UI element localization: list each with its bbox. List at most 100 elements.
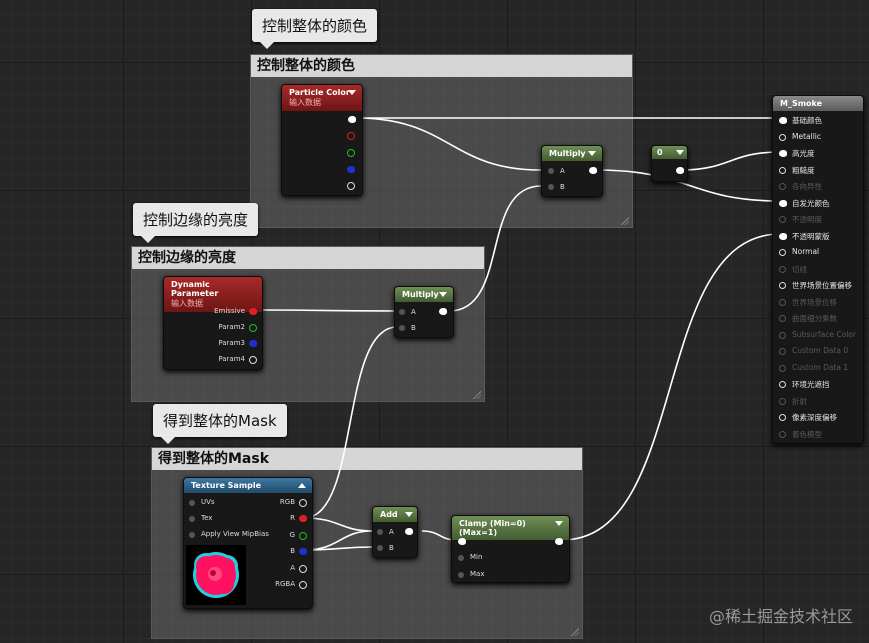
material-slot[interactable]: 高光度 <box>773 147 861 161</box>
output-pin[interactable] <box>555 538 563 545</box>
output-pin-b[interactable] <box>299 548 307 555</box>
material-slot[interactable]: 自发光颜色 <box>773 197 861 211</box>
output-pin-emissive[interactable] <box>249 308 257 315</box>
material-slot[interactable]: 着色模型 <box>773 428 861 442</box>
output-pin-g[interactable] <box>347 149 355 157</box>
material-slot[interactable]: Normal <box>773 246 861 260</box>
input-pin-connected[interactable] <box>779 117 787 124</box>
input-pin-uvs[interactable] <box>189 500 195 506</box>
collapse-arrow-icon[interactable] <box>298 483 306 488</box>
material-slot[interactable]: 不透明度 <box>773 213 861 227</box>
material-slot[interactable]: 切线 <box>773 263 861 277</box>
material-slot[interactable]: 不透明蒙版 <box>773 230 861 244</box>
output-pin-param4[interactable] <box>249 356 257 364</box>
multiply-node-1[interactable]: Multiply A B <box>541 145 603 197</box>
output-pin-param2[interactable] <box>249 324 257 332</box>
clamp-node[interactable]: Clamp (Min=0) (Max=1) Min Max <box>451 515 570 583</box>
comment-bubble-color[interactable]: 控制整体的颜色 <box>252 9 378 49</box>
output-pin[interactable] <box>439 308 447 315</box>
input-pin-a[interactable] <box>548 168 554 174</box>
material-slot[interactable]: 世界场景位移 <box>773 296 861 310</box>
input-pin[interactable] <box>779 166 786 174</box>
material-slot[interactable]: 世界场景位置偏移 <box>773 279 861 293</box>
collapse-arrow-icon[interactable] <box>676 150 684 155</box>
material-slot[interactable]: 粗糙度 <box>773 164 861 178</box>
input-pin[interactable] <box>779 397 786 405</box>
input-pin-b[interactable] <box>548 184 554 190</box>
material-slot[interactable]: Subsurface Color <box>773 329 861 343</box>
comment-bubble-edge[interactable]: 控制边缘的亮度 <box>133 203 259 243</box>
input-pin-b[interactable] <box>399 325 405 331</box>
input-pin-a[interactable] <box>377 529 383 535</box>
input-pin[interactable] <box>779 315 786 322</box>
output-pin[interactable] <box>676 167 684 174</box>
material-slot-label: 像素深度偏移 <box>792 413 837 422</box>
add-node[interactable]: Add A B <box>372 506 418 558</box>
collapse-arrow-icon[interactable] <box>555 521 563 526</box>
input-pin-max[interactable] <box>458 572 464 578</box>
material-slot[interactable]: 折射 <box>773 395 861 409</box>
input-pin[interactable] <box>779 265 786 273</box>
material-slot[interactable]: 基础颜色 <box>773 114 861 128</box>
input-pin-connected[interactable] <box>779 232 787 240</box>
resize-handle[interactable] <box>571 628 579 636</box>
material-slot[interactable]: 像素深度偏移 <box>773 411 861 425</box>
material-slot[interactable]: Custom Data 0 <box>773 345 861 359</box>
material-slot[interactable]: Custom Data 1 <box>773 362 861 376</box>
resize-handle[interactable] <box>473 391 481 399</box>
output-pin-param3[interactable] <box>249 340 257 347</box>
input-pin-mipbias[interactable] <box>189 532 195 538</box>
material-slot[interactable]: 环境光遮挡 <box>773 378 861 392</box>
output-pin-a[interactable] <box>299 565 307 573</box>
input-pin[interactable] <box>779 430 786 438</box>
material-slot-label: 粗糙度 <box>792 165 815 175</box>
dynamic-parameter-node[interactable]: Dynamic Parameter 输入数据 Emissive Param2 P… <box>163 276 263 370</box>
input-pin[interactable] <box>779 282 786 289</box>
input-pin-connected[interactable] <box>779 150 787 157</box>
output-pin-rgb[interactable] <box>299 499 307 507</box>
multiply-node-2[interactable]: Multiply A B <box>394 286 454 338</box>
comment-bubble-mask[interactable]: 得到整体的Mask <box>153 404 287 444</box>
material-slot[interactable]: Metallic <box>773 131 861 145</box>
collapse-arrow-icon[interactable] <box>405 512 413 517</box>
collapse-arrow-icon[interactable] <box>348 90 356 95</box>
output-pin-b[interactable] <box>347 166 355 173</box>
constant-node[interactable]: 0 <box>651 145 688 182</box>
input-pin[interactable] <box>779 381 786 388</box>
material-slot-label: 高光度 <box>792 149 815 158</box>
output-pin-a[interactable] <box>347 182 355 190</box>
input-pin[interactable] <box>779 249 786 256</box>
output-pin-g[interactable] <box>299 532 307 540</box>
material-slot[interactable]: 曲面细分乘数 <box>773 312 861 326</box>
particle-color-node[interactable]: Particle Color 输入数据 <box>281 84 363 196</box>
resize-handle[interactable] <box>621 217 629 225</box>
collapse-arrow-icon[interactable] <box>588 151 596 156</box>
input-pin[interactable] <box>779 364 786 372</box>
input-pin[interactable] <box>779 133 786 141</box>
input-pin[interactable] <box>779 414 786 421</box>
input-pin[interactable] <box>779 348 786 355</box>
texture-sample-node[interactable]: Texture Sample UVs Tex Apply View MipBia… <box>183 477 313 609</box>
input-pin-connected[interactable] <box>779 199 787 207</box>
input-pin[interactable] <box>779 216 786 223</box>
input-pin-min[interactable] <box>458 555 464 561</box>
material-slot-label: Normal <box>792 247 820 256</box>
input-pin-tex[interactable] <box>189 516 195 522</box>
input-pin[interactable] <box>779 298 786 306</box>
material-slot[interactable]: 各向异性 <box>773 180 861 194</box>
input-pin[interactable] <box>779 183 786 190</box>
output-pin-rgba[interactable] <box>299 581 307 589</box>
output-pin-r[interactable] <box>299 515 307 522</box>
output-pin[interactable] <box>405 528 413 535</box>
input-pin[interactable] <box>779 331 786 339</box>
input-pin-value[interactable] <box>458 538 466 545</box>
output-pin-r[interactable] <box>347 132 355 140</box>
output-pin-rgb[interactable] <box>348 116 356 123</box>
input-pin-b[interactable] <box>377 545 383 551</box>
collapse-arrow-icon[interactable] <box>439 292 447 297</box>
input-pin-a[interactable] <box>399 309 405 315</box>
pin-label-b: B <box>411 324 416 332</box>
output-pin[interactable] <box>589 167 597 174</box>
